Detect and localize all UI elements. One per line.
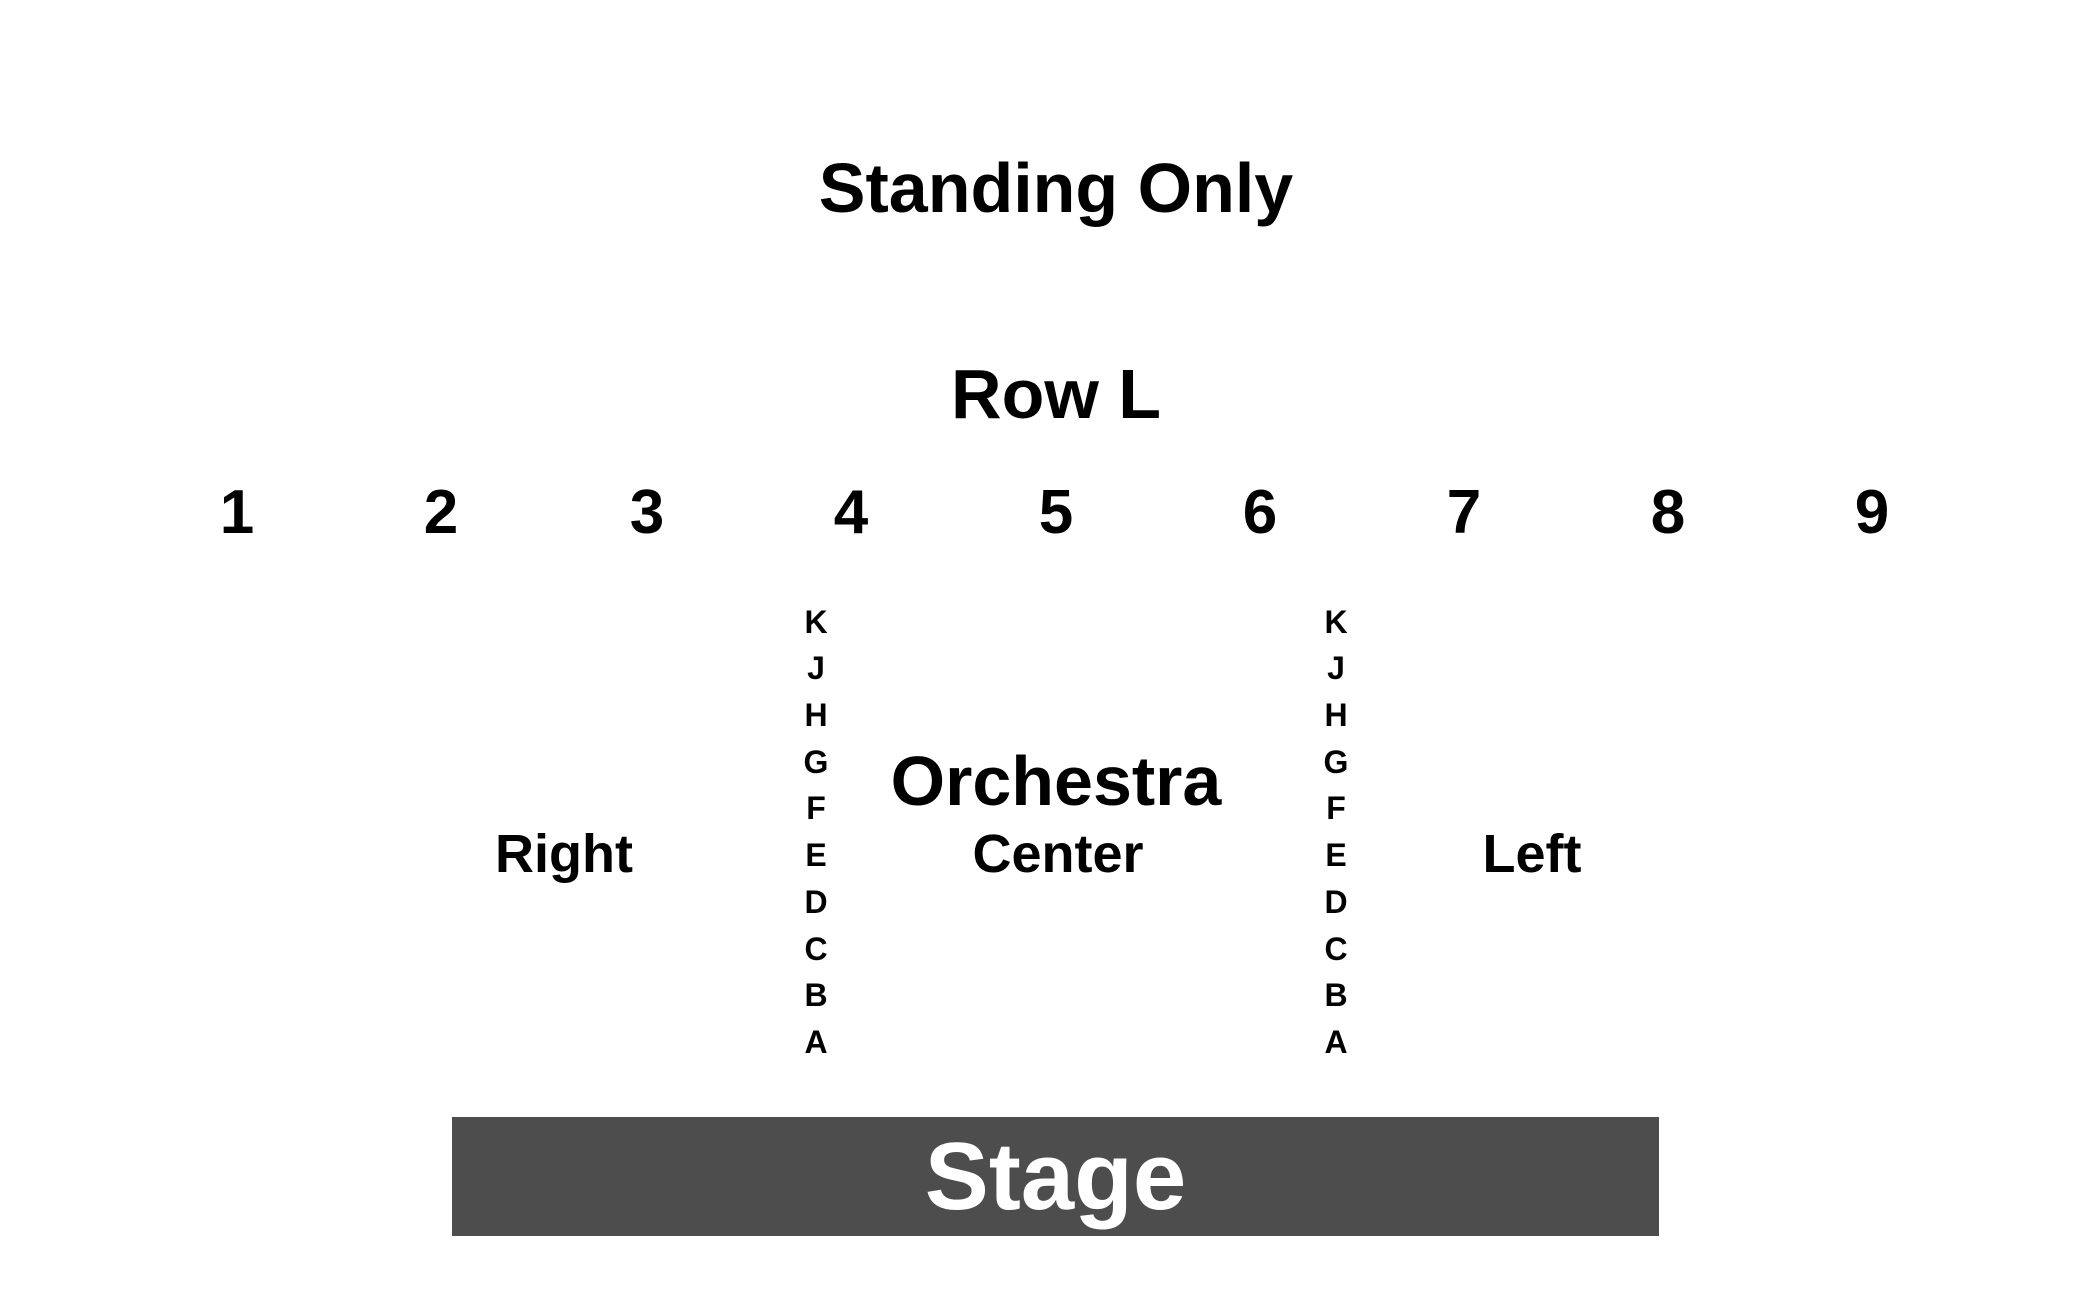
stage-label: Stage: [924, 1122, 1187, 1230]
right-aisle-row-a: A: [1324, 1024, 1348, 1060]
left-aisle-row-a: A: [804, 1024, 828, 1060]
standing-only-section[interactable]: Standing Only: [818, 149, 1294, 227]
seat-number: 6: [1242, 478, 1278, 547]
seat-number: 4: [833, 478, 869, 547]
left-aisle-row-e: E: [805, 837, 827, 873]
left-aisle-row-c: C: [804, 931, 828, 967]
left-aisle-row-g: G: [803, 744, 829, 780]
left-aisle-row-h: H: [804, 697, 828, 733]
seat-number: 3: [629, 478, 665, 547]
row-l-label: Row L: [951, 355, 1161, 433]
seat-number: 8: [1650, 478, 1686, 547]
seat-number: 2: [423, 478, 459, 547]
seat-number: 7: [1446, 478, 1482, 547]
section-right[interactable]: Right: [495, 824, 633, 884]
right-aisle-row-f: F: [1326, 790, 1346, 826]
orchestra-label: Orchestra: [890, 742, 1222, 820]
stage: Stage: [452, 1117, 1659, 1236]
seat-number: 9: [1854, 478, 1890, 547]
right-aisle-row-k: K: [1324, 604, 1348, 640]
left-aisle-row-f: F: [806, 790, 826, 826]
right-aisle-row-e: E: [1325, 837, 1347, 873]
right-aisle-row-g: G: [1323, 744, 1349, 780]
right-aisle-row-j: J: [1327, 650, 1345, 686]
right-aisle-row-b: B: [1324, 977, 1348, 1013]
right-aisle-row-c: C: [1324, 931, 1348, 967]
left-aisle-row-k: K: [804, 604, 828, 640]
right-aisle-row-d: D: [1324, 884, 1348, 920]
left-aisle-row-j: J: [807, 650, 825, 686]
left-aisle-row-b: B: [804, 977, 828, 1013]
left-aisle-row-d: D: [804, 884, 828, 920]
seat-number: 5: [1038, 478, 1074, 547]
right-aisle-row-h: H: [1324, 697, 1348, 733]
section-center[interactable]: Center: [972, 824, 1144, 884]
section-left[interactable]: Left: [1482, 824, 1582, 884]
seat-number: 1: [219, 478, 255, 547]
